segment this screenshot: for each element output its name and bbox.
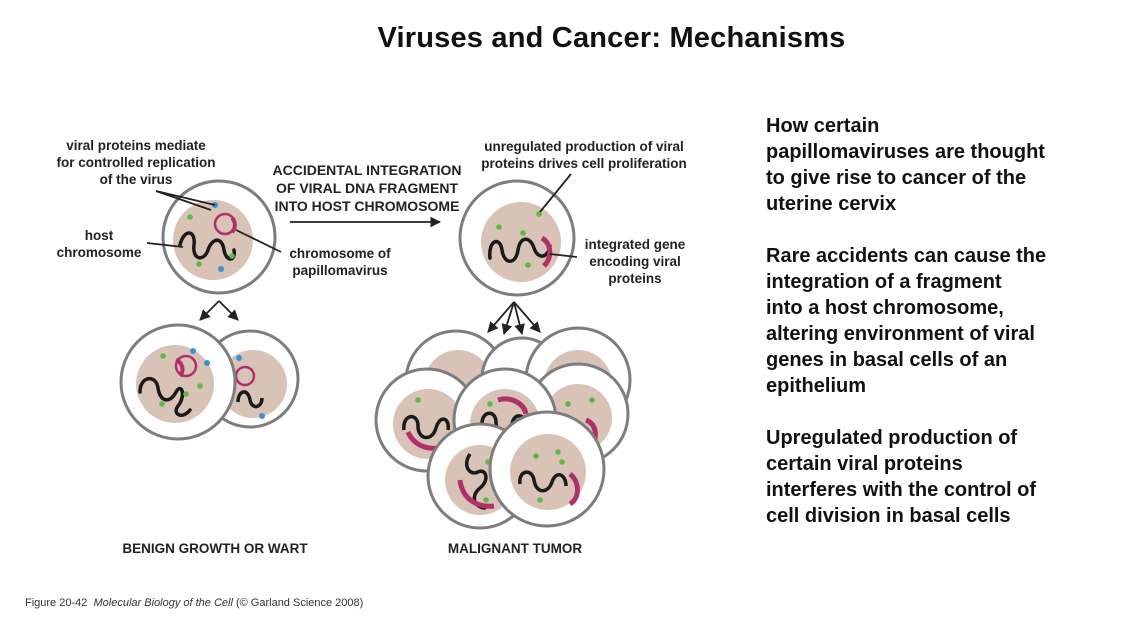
label-integrated-3: proteins <box>608 271 661 286</box>
explanation-text: How certain papillomaviruses are thought… <box>766 113 1116 555</box>
caption-copyright: (© Garland Science 2008) <box>235 597 364 609</box>
label-viral-proteins-1: viral proteins mediate <box>66 138 206 153</box>
explanation-paragraph-1: How certain papillomaviruses are thought… <box>766 115 1045 215</box>
figure-caption: Figure 20-42 Molecular Biology of the Ce… <box>25 597 363 609</box>
label-viral-proteins-2: for controlled replication <box>56 155 215 170</box>
label-integrated-1: integrated gene <box>585 237 686 252</box>
label-viral-proteins-3: of the virus <box>100 172 173 187</box>
label-integrated-2: encoding viral <box>589 254 681 269</box>
label-chromosome-papilloma-1: chromosome of <box>289 246 391 261</box>
label-host-1: host <box>85 228 114 243</box>
label-host-2: chromosome <box>57 245 142 260</box>
transformed-cell <box>458 179 576 297</box>
explanation-paragraph-2: Rare accidents can cause the integration… <box>766 245 1047 397</box>
caption-book-title: Molecular Biology of the Cell <box>93 597 233 609</box>
caption-figure-number: Figure 20-42 <box>25 597 88 609</box>
label-accidental-3: INTO HOST CHROMOSOME <box>275 198 460 214</box>
label-accidental-1: ACCIDENTAL INTEGRATION <box>273 162 462 178</box>
label-benign: BENIGN GROWTH OR WART <box>122 541 308 556</box>
label-accidental-2: OF VIRAL DNA FRAGMENT <box>276 180 458 196</box>
tumor-cell-front-right <box>488 410 606 528</box>
label-unregulated-1: unregulated production of viral <box>484 139 684 154</box>
benign-cell-front <box>119 323 237 441</box>
slide-title: Viruses and Cancer: Mechanisms <box>377 22 846 54</box>
label-unregulated-2: proteins drives cell proliferation <box>481 156 687 171</box>
explanation-paragraph-3: Upregulated production of certain viral … <box>766 427 1037 527</box>
virus-cancer-diagram: viral proteins mediate for controlled re… <box>56 138 687 556</box>
label-malignant: MALIGNANT TUMOR <box>448 541 582 556</box>
label-chromosome-papilloma-2: papillomavirus <box>292 263 387 278</box>
infected-cell <box>161 179 277 295</box>
